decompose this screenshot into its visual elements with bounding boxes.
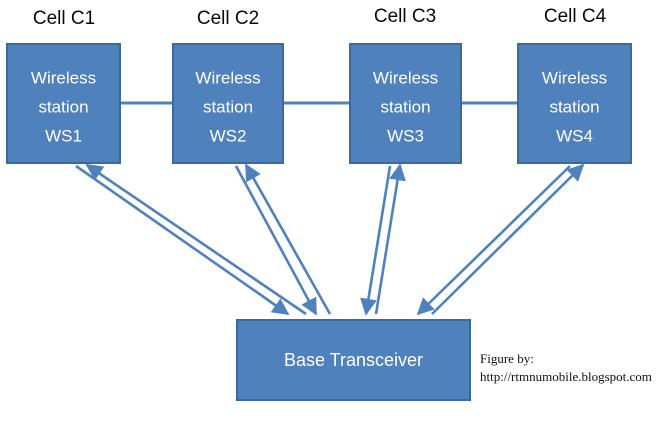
credit-line-2: http://rtmnumobile.blogspot.com bbox=[480, 369, 652, 384]
cell-label-c4: Cell C4 bbox=[544, 6, 607, 27]
station-text-c3-line-2: station bbox=[380, 98, 430, 117]
cell-label-c3: Cell C3 bbox=[374, 6, 436, 27]
uplink-arrow-ws1-bts bbox=[85, 163, 307, 316]
downlink-arrow-ws1-bts bbox=[75, 164, 290, 316]
uplink-arrow-ws3-bts bbox=[374, 163, 406, 315]
station-box-c3[interactable] bbox=[349, 43, 462, 164]
downlink-arrow-ws2-bts bbox=[234, 165, 318, 316]
station-text-c1-line-2: station bbox=[38, 98, 88, 117]
station-text-c4-line-2: station bbox=[549, 98, 599, 117]
station-box-c4[interactable] bbox=[517, 43, 632, 164]
station-text-c2-line-2: station bbox=[203, 98, 253, 117]
base-transceiver-box[interactable] bbox=[236, 319, 471, 401]
radio-links-group bbox=[75, 163, 585, 316]
base-transceiver-label: Base Transceiver bbox=[284, 350, 423, 370]
station-box-c1[interactable] bbox=[6, 43, 121, 164]
station-text-c1-line-1: Wireless bbox=[31, 69, 96, 88]
uplink-arrow-ws4-bts bbox=[431, 163, 585, 315]
station-box-c2[interactable] bbox=[172, 43, 284, 164]
cell-label-c2: Cell C2 bbox=[197, 8, 259, 29]
station-text-c4-line-1: Wireless bbox=[542, 69, 607, 88]
cell-label-c1: Cell C1 bbox=[33, 8, 95, 29]
station-text-c1-line-3: WS1 bbox=[45, 127, 82, 146]
station-text-c2-line-3: WS2 bbox=[210, 127, 247, 146]
station-text-c3-line-3: WS3 bbox=[387, 127, 424, 146]
credit-line-1: Figure by: bbox=[480, 351, 534, 366]
station-text-c3-line-1: Wireless bbox=[373, 69, 438, 88]
station-text-c4-line-3: WS4 bbox=[556, 127, 593, 146]
base-transceiver-group: Base Transceiver bbox=[236, 319, 471, 401]
station-text-c2-line-1: Wireless bbox=[195, 69, 260, 88]
uplink-arrow-ws2-bts bbox=[244, 163, 332, 315]
downlink-arrow-ws4-bts bbox=[416, 165, 571, 316]
downlink-arrow-ws3-bts bbox=[360, 165, 392, 316]
